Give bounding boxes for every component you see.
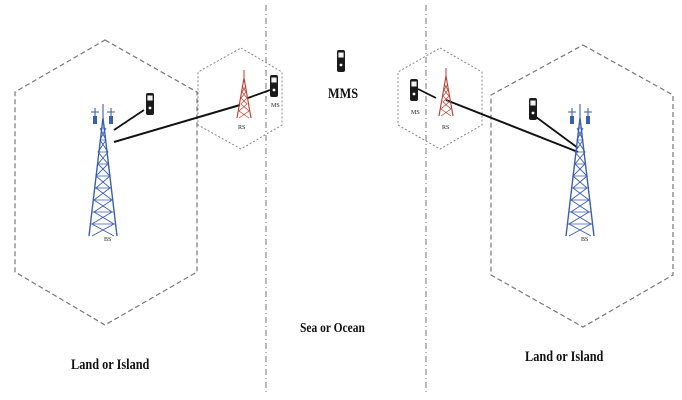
right-rs-ms-link [417,88,437,99]
left-rs-ms-link [247,89,271,99]
left-bs-rs-link [113,104,241,143]
right-bs-rs-link [445,99,579,153]
land-right-label: Land or Island [525,349,604,365]
right-bs-ms-link [535,116,579,149]
left-rs-cell [197,47,283,150]
right-ms-mobile-phone-icon [410,79,418,101]
rs-right-label: RS [442,125,450,131]
right-base-station-tower-icon [565,103,595,237]
right-relay-station-tower-icon [438,67,454,117]
ms-right-label: MS [411,110,420,116]
land-left-label: Land or Island [71,357,150,373]
right-bs-mobile-phone-icon [529,98,537,120]
mms-label: MMS [328,86,359,102]
left-ms-mobile-phone-icon [270,75,278,97]
left-bs-mobile-phone-icon [146,93,154,115]
left-bs-ms-link [113,109,145,131]
sea-label: Sea or Ocean [300,321,365,336]
left-relay-station-tower-icon [236,69,252,119]
bs-left-label: BS [104,237,112,243]
left-base-station-tower-icon [88,103,118,237]
right-rs-cell [397,47,483,150]
bs-right-label: BS [581,237,589,243]
ms-left-label: MS [271,103,280,109]
left-bs-cell [14,39,198,326]
right-bs-cell [490,44,674,328]
rs-left-label: RS [238,125,246,131]
mms-mobile-phone-icon [337,50,345,72]
